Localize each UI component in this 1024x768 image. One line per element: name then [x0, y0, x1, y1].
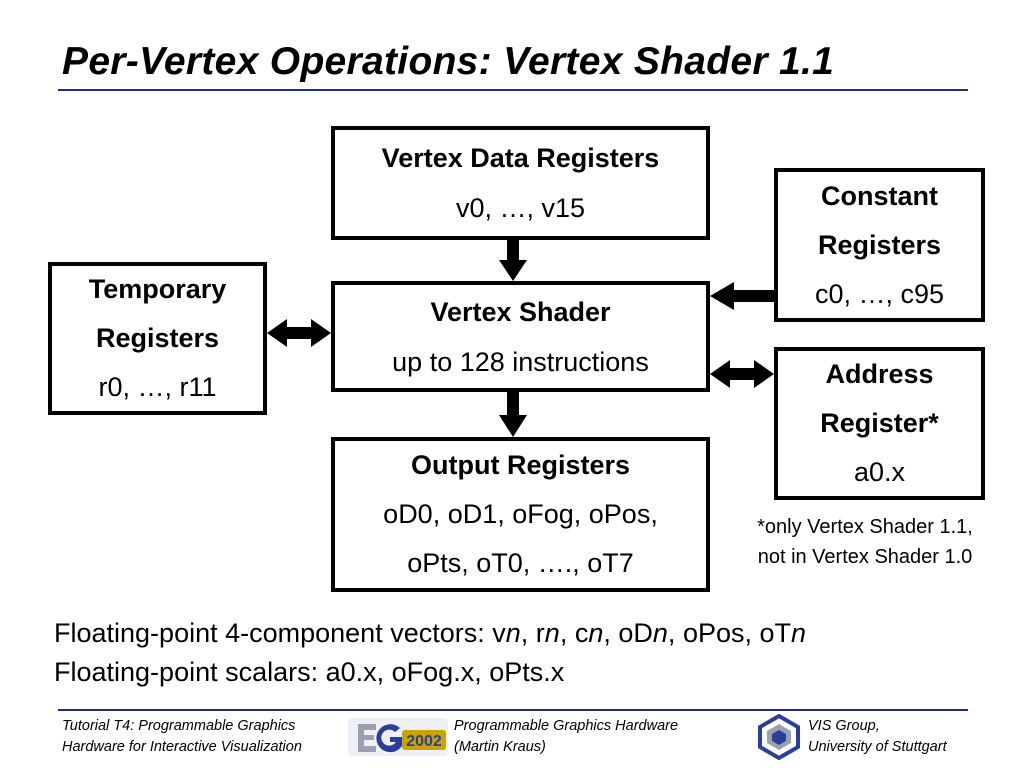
vectors-sep-1: , — [520, 618, 536, 648]
footer-right-line-1: VIS Group, — [808, 718, 880, 734]
temporary-registers-title-1: Temporary — [88, 274, 227, 304]
footer-rule — [58, 709, 968, 711]
arrow-shader-to-output — [499, 392, 527, 437]
eg2002-logo: 2002 — [348, 718, 448, 756]
vectors-line: Floating-point 4-component vectors: vn, … — [54, 618, 806, 649]
address-register-title-1: Address — [825, 359, 934, 389]
footer-right-line-2: University of Stuttgart — [808, 739, 947, 755]
footer-left: Tutorial T4: Programmable Graphics Hardw… — [62, 716, 302, 758]
slide-title: Per-Vertex Operations: Vertex Shader 1.1 — [62, 40, 835, 83]
eg2002-logo-text: 2002 — [406, 733, 442, 750]
footer-left-line-2: Hardware for Interactive Visualization — [62, 739, 302, 755]
footnote-line-2: not in Vertex Shader 1.0 — [757, 546, 973, 568]
output-registers-line2: oPts, oT0, …., oT7 — [407, 548, 634, 578]
constant-registers-box: Constant Registers c0, …, c95 — [774, 168, 985, 322]
title-rule — [58, 89, 968, 91]
vectors-r: r — [535, 618, 545, 648]
address-register-title-2: Register* — [820, 408, 939, 438]
arrow-data-to-shader — [499, 240, 527, 281]
temporary-registers-box: Temporary Registers r0, …, r11 — [48, 262, 267, 415]
scalars-line: Floating-point scalars: a0.x, oFog.x, oP… — [54, 657, 565, 687]
address-register-value: a0.x — [853, 457, 906, 487]
footer-center: Programmable Graphics Hardware (Martin K… — [454, 716, 678, 758]
arrow-address-shader — [710, 360, 774, 388]
footer-center-line-1: Programmable Graphics Hardware — [454, 718, 679, 734]
footer-left-line-1: Tutorial T4: Programmable Graphics — [62, 718, 296, 734]
footer-right: VIS Group, University of Stuttgart — [808, 716, 947, 758]
footer-center-line-2: (Martin Kraus) — [454, 739, 546, 755]
output-registers-line1: oD0, oD1, oFog, oPos, — [383, 499, 658, 529]
vectors-n-1: n — [505, 618, 521, 648]
footnote-line-1: *only Vertex Shader 1.1, — [757, 516, 973, 538]
vectors-n-3: n — [588, 618, 604, 648]
vectors-n-2: n — [544, 618, 560, 648]
temporary-registers-title-2: Registers — [95, 323, 220, 353]
vertex-data-registers-title: Vertex Data Registers — [381, 143, 660, 173]
vertex-shader-value: up to 128 instructions — [392, 346, 649, 377]
vertex-data-registers-value: v0, …, v15 — [455, 193, 586, 223]
vectors-sep-2: , — [559, 618, 575, 648]
output-registers-title: Output Registers — [410, 450, 631, 480]
address-footnote: *only Vertex Shader 1.1, not in Vertex S… — [720, 512, 1010, 572]
vertex-data-registers-box: Vertex Data Registers v0, …, v15 — [331, 126, 710, 240]
vectors-sep-5: , — [744, 618, 760, 648]
vectors-n-5: n — [791, 618, 807, 648]
vectors-prefix: Floating-point 4-component vectors: v — [54, 618, 506, 648]
temporary-registers-value: r0, …, r11 — [98, 372, 217, 402]
constant-registers-value: c0, …, c95 — [814, 278, 945, 309]
vis-group-logo — [758, 714, 800, 760]
constant-registers-title-2: Registers — [817, 229, 942, 260]
vectors-sep-3: , — [603, 618, 619, 648]
arrow-constant-to-shader — [710, 282, 774, 310]
constant-registers-title-1: Constant — [821, 180, 938, 211]
output-registers-box: Output Registers oD0, oD1, oFog, oPos, o… — [331, 437, 710, 592]
vertex-shader-box: Vertex Shader up to 128 instructions — [331, 281, 710, 392]
vectors-sep-4: , — [667, 618, 683, 648]
vectors-c: c — [574, 618, 589, 648]
vertex-shader-title: Vertex Shader — [430, 296, 611, 327]
vectors-n-4: n — [652, 618, 668, 648]
vectors-od: oD — [618, 618, 653, 648]
arrow-temporary-shader — [267, 319, 331, 347]
vectors-opos: oPos — [682, 618, 745, 648]
address-register-box: Address Register* a0.x — [774, 347, 985, 500]
vectors-ot: oT — [759, 618, 792, 648]
